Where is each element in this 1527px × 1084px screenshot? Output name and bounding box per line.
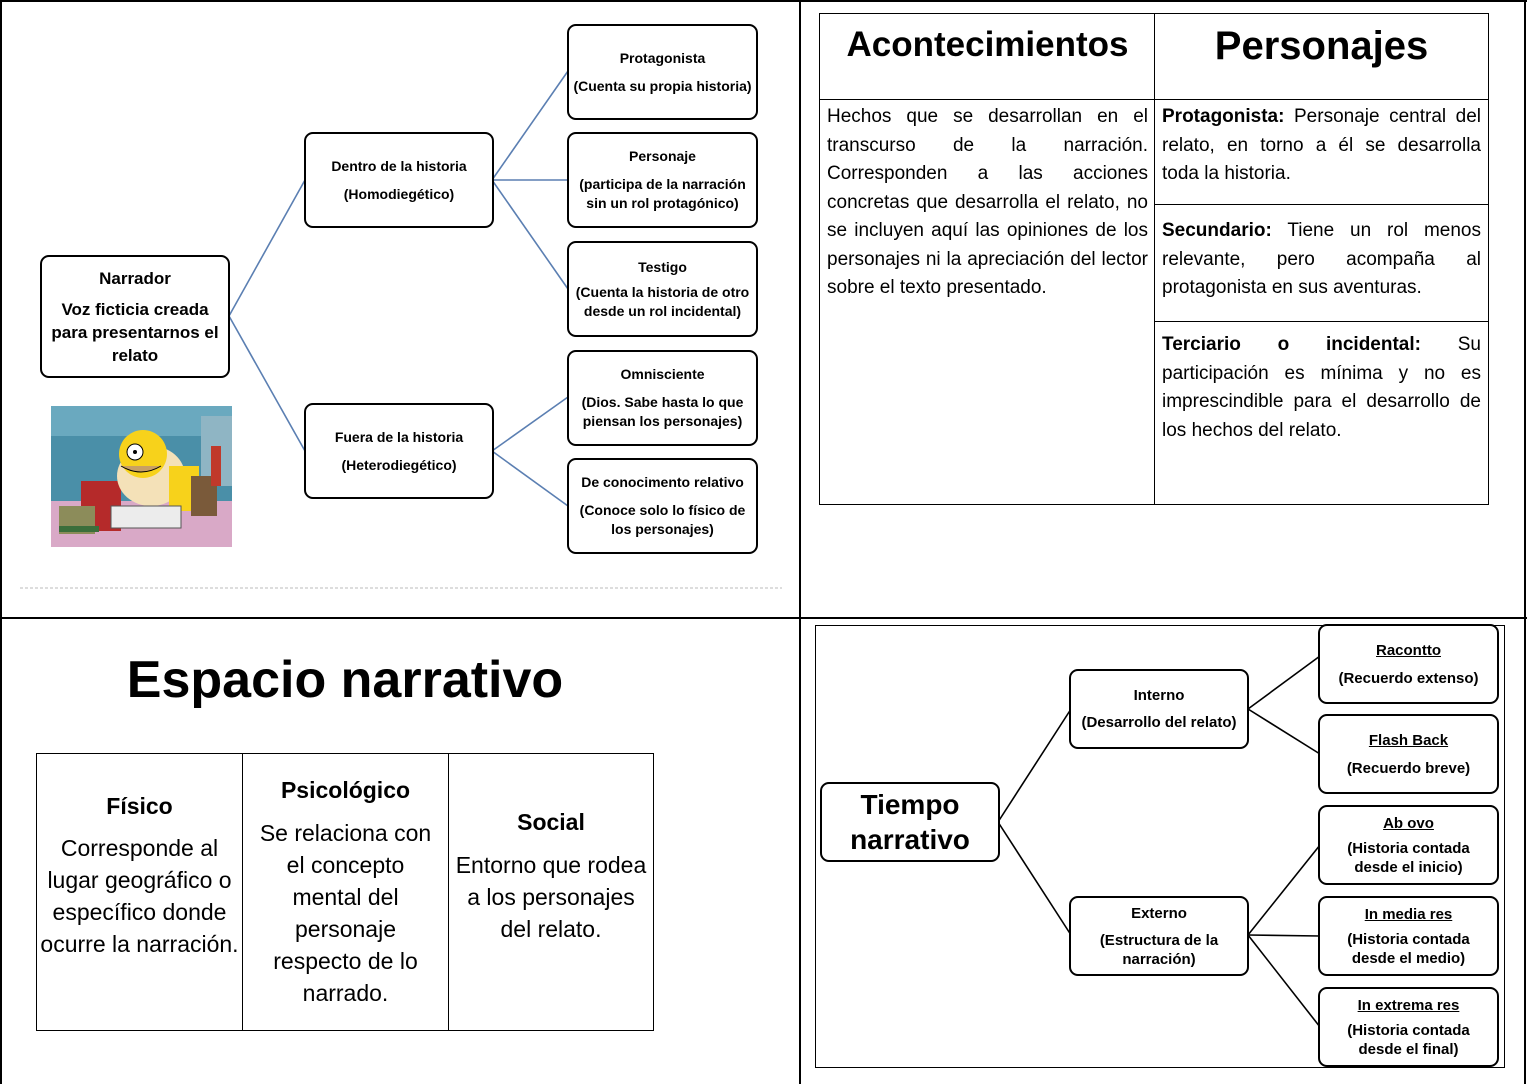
protagonista-title: Protagonista xyxy=(619,49,706,66)
narrador-desc: Voz ficticia creada para presentarnos el… xyxy=(51,299,219,365)
inmedia-box: In media res (Historia contada desde el … xyxy=(1318,896,1499,976)
interno-box: Interno (Desarrollo del relato) xyxy=(1069,669,1249,749)
social-header: Social xyxy=(517,809,585,835)
relativo-title: De conocimento relativo xyxy=(581,474,744,490)
relativo-sub: (Conoce solo lo físico de los personajes… xyxy=(579,502,746,537)
table-cell-terciario: Terciario o incidental: Su participación… xyxy=(1154,321,1489,505)
testigo-sub: (Cuenta la historia de otro desde un rol… xyxy=(575,283,750,319)
espacio-title: Espacio narrativo xyxy=(126,651,564,709)
fisico-text: Corresponde al lugar geográfico o especí… xyxy=(40,835,239,957)
terciario-text: Su participación es mínima y no es impre… xyxy=(1162,334,1481,441)
table-cell-acontecimientos: Hechos que se desarrollan en el transcur… xyxy=(819,99,1155,505)
table-header-acontecimientos: Acontecimientos xyxy=(819,13,1155,100)
omnisciente-sub: (Dios. Sabe hasta lo que piensan los per… xyxy=(581,394,744,429)
inmedia-title: In media res xyxy=(1364,905,1453,923)
acontecimientos-text: Hechos que se desarrollan en el transcur… xyxy=(827,106,1148,298)
table-header-personajes: Personajes xyxy=(1154,13,1489,100)
social-text: Entorno que rodea a los personajes del r… xyxy=(455,852,647,942)
inextrema-sub: (Historia contada desde el final) xyxy=(1347,1021,1470,1058)
personaje-box: Personaje (participa de la narración sin… xyxy=(567,132,758,228)
grid-center-line xyxy=(799,0,801,1084)
interno-sub: (Desarrollo del relato) xyxy=(1081,714,1237,731)
narrador-title: Narrador xyxy=(99,268,171,288)
racontto-sub: (Recuerdo extenso) xyxy=(1338,669,1479,687)
dentro-historia-box: Dentro de la historia (Homodiegético) xyxy=(304,132,494,228)
protagonista-box: Protagonista (Cuenta su propia historia) xyxy=(567,24,758,120)
personaje-sub: (participa de la narración sin un rol pr… xyxy=(579,176,746,211)
interno-title: Interno xyxy=(1133,687,1185,704)
narrador-connectors xyxy=(20,70,782,589)
protagonista-label: Protagonista: xyxy=(1162,106,1285,127)
secundario-label: Secundario: xyxy=(1162,220,1272,241)
psicologico-header: Psicológico xyxy=(280,777,411,803)
abovo-title: Ab ovo xyxy=(1383,814,1434,832)
grid-left-line xyxy=(0,0,2,1084)
secundario-text: Tiene un rol menos relevante, pero acomp… xyxy=(1162,220,1481,298)
personaje-title: Personaje xyxy=(629,148,696,164)
inextrema-title: In extrema res xyxy=(1357,996,1460,1014)
tiempo-root-text: Tiempo narrativo xyxy=(850,789,970,855)
racontto-box: Racontto (Recuerdo extenso) xyxy=(1318,624,1499,704)
grid-right-line xyxy=(1524,0,1526,1084)
abovo-box: Ab ovo (Historia contada desde el inicio… xyxy=(1318,805,1499,885)
fuera-historia-box: Fuera de la historia (Heterodiegético) xyxy=(304,403,494,499)
externo-box: Externo (Estructura de la narración) xyxy=(1069,896,1249,976)
table-cell-secundario: Secundario: Tiene un rol menos relevante… xyxy=(1154,204,1489,322)
conocimiento-relativo-box: De conocimento relativo (Conoce solo lo … xyxy=(567,458,758,554)
flashback-box: Flash Back (Recuerdo breve) xyxy=(1318,714,1499,794)
flashback-sub: (Recuerdo breve) xyxy=(1346,759,1471,777)
protagonista-sub: (Cuenta su propia historia) xyxy=(573,77,752,94)
protagonista-text: Personaje central del relato, en torno a… xyxy=(1162,106,1482,184)
header-acontecimientos-text: Acontecimientos xyxy=(846,25,1129,64)
externo-title: Externo xyxy=(1131,904,1187,922)
grid-top-line xyxy=(0,0,1527,2)
tiempo-frame xyxy=(815,625,1505,1068)
table-cell-protagonista: Protagonista: Personaje central del rela… xyxy=(1154,99,1489,205)
dentro-sub: (Homodiegético) xyxy=(343,185,455,202)
fuera-title: Fuera de la historia xyxy=(334,428,464,445)
racontto-title: Racontto xyxy=(1376,641,1441,659)
fuera-sub: (Heterodiegético) xyxy=(341,456,457,473)
grid-middle-line xyxy=(0,617,1527,619)
header-personajes-text: Personajes xyxy=(1214,24,1429,68)
espacio-col-social: Social Entorno que rodea a los personaje… xyxy=(448,753,654,1031)
narrador-root-box: Narrador Voz ficticia creada para presen… xyxy=(40,255,230,378)
inmedia-sub: (Historia contada desde el medio) xyxy=(1347,930,1470,967)
flashback-title: Flash Back xyxy=(1368,731,1449,749)
abovo-sub: (Historia contada desde el inicio) xyxy=(1347,839,1470,876)
psicologico-text: Se relaciona con el concepto mental del … xyxy=(259,820,432,1006)
fisico-header: Físico xyxy=(106,793,173,819)
terciario-label: Terciario o incidental: xyxy=(1162,334,1421,355)
cartoon-reader-illustration xyxy=(51,406,232,547)
inextrema-box: In extrema res (Historia contada desde e… xyxy=(1318,987,1499,1067)
omnisciente-box: Omnisciente (Dios. Sabe hasta lo que pie… xyxy=(567,350,758,446)
espacio-col-psicologico: Psicológico Se relaciona con el concepto… xyxy=(242,753,449,1031)
testigo-title: Testigo xyxy=(638,258,687,275)
externo-sub: (Estructura de la narración) xyxy=(1099,931,1219,968)
tiempo-root-box: Tiempo narrativo xyxy=(820,782,1000,862)
dentro-title: Dentro de la historia xyxy=(331,157,467,174)
testigo-box: Testigo (Cuenta la historia de otro desd… xyxy=(567,241,758,337)
omnisciente-title: Omnisciente xyxy=(620,366,705,382)
